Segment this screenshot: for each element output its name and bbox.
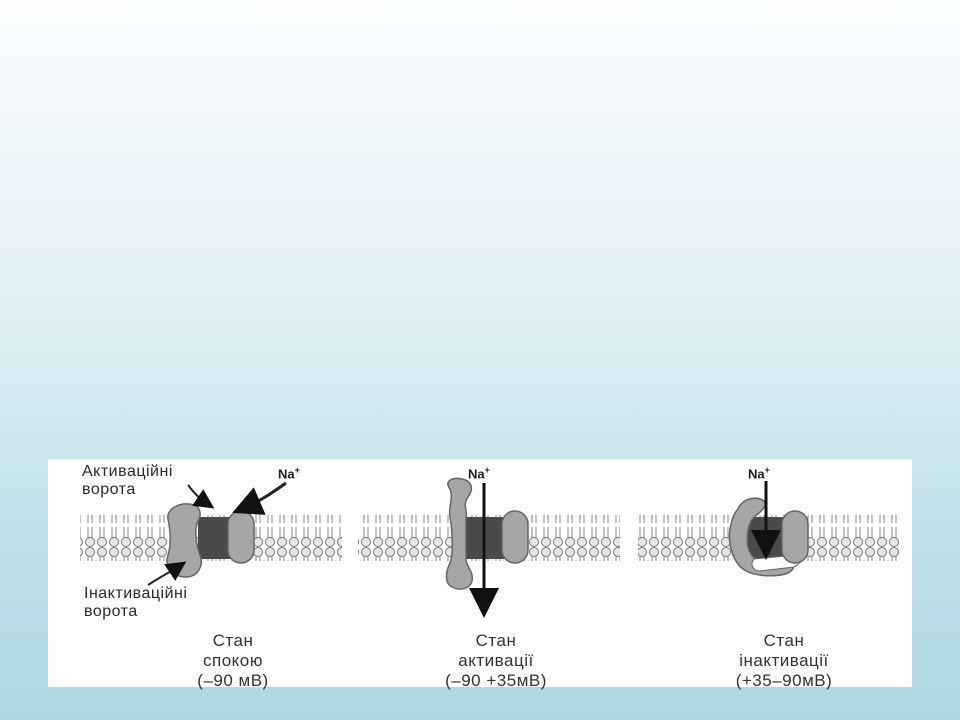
sodium-ion-label-3: Na+ — [748, 465, 770, 482]
channel-right-subunit — [501, 510, 529, 564]
ion-pointer-arrow — [232, 481, 287, 515]
inactivation-pointer-arrow — [147, 561, 187, 586]
caption-state: спокою — [203, 651, 263, 670]
caption-voltage: (–90 +35мВ) — [445, 671, 547, 690]
caption-state: активації — [458, 651, 534, 670]
panel-activation — [358, 477, 620, 618]
caption-voltage: (+35–90мВ) — [735, 671, 833, 690]
inactivation-gate-label-line1: Інактиваційні — [84, 585, 188, 602]
activation-pointer-arrow — [187, 484, 215, 509]
sodium-channel-figure: Активаційні ворота Інактиваційні ворота … — [48, 459, 912, 690]
channel-right-subunit — [227, 510, 255, 564]
caption-voltage: (–90 мВ) — [197, 671, 269, 690]
channel-right-subunit — [781, 510, 809, 564]
channel-diagram — [80, 477, 900, 618]
sodium-ion-label-2: Na+ — [468, 465, 490, 482]
caption-title: Стан — [212, 631, 254, 650]
caption-state: інактивації — [739, 651, 829, 670]
panel-resting — [80, 481, 342, 586]
activation-gate-label-line2: ворота — [82, 481, 136, 498]
activation-gate — [166, 503, 202, 578]
caption-title: Стан — [763, 631, 805, 650]
activation-gate-label: Активаційні ворота — [82, 463, 173, 499]
caption-resting: Стан спокою (–90 мВ) — [133, 631, 333, 691]
inactivation-gate-label: Інактиваційні ворота — [84, 585, 187, 621]
caption-title: Стан — [475, 631, 517, 650]
caption-inactivation: Стан інактивації (+35–90мВ) — [684, 631, 884, 691]
activation-gate-open — [445, 477, 474, 590]
caption-activation: Стан активації (–90 +35мВ) — [396, 631, 596, 691]
activation-gate-label-line1: Активаційні — [82, 463, 173, 480]
sodium-ion-label-1: Na+ — [278, 465, 300, 482]
inactivation-gate-label-line2: ворота — [84, 603, 138, 620]
panel-inactivation — [638, 481, 900, 577]
